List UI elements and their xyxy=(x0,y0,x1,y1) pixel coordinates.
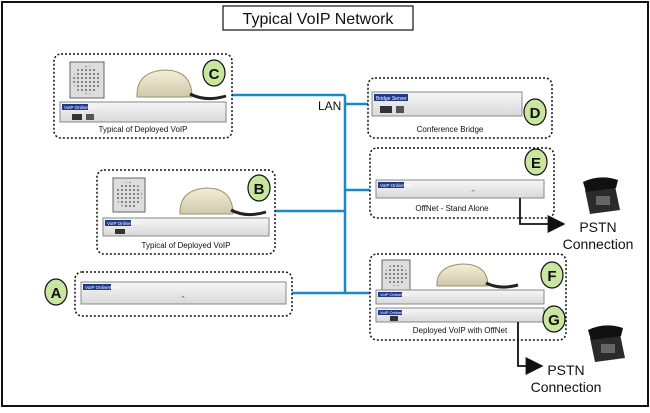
gateway-unit-b: VoIP OnlineWire xyxy=(102,217,270,237)
svg-text:C: C xyxy=(209,66,220,83)
handset-icon xyxy=(436,263,519,289)
svg-text:B: B xyxy=(254,181,265,198)
speaker-icon xyxy=(381,259,411,291)
desk-phone-icon xyxy=(583,177,620,214)
svg-text:VoIP OnlineWire: VoIP OnlineWire xyxy=(380,310,410,315)
network-lines xyxy=(232,93,370,295)
svg-text:·•·: ·•· xyxy=(180,295,186,301)
conference-bridge-unit: Bridge Server xyxy=(371,91,523,117)
speaker-icon xyxy=(112,177,146,213)
offnet-unit-g: VoIP OnlineWire xyxy=(375,307,545,323)
group-d-caption: Conference Bridge xyxy=(417,125,484,134)
badge-f: F xyxy=(540,261,564,289)
gateway-unit-a: VoIP OnlineWire ·•· xyxy=(80,281,287,305)
svg-text:D: D xyxy=(530,105,541,122)
pstn-label-g-line2: Connection xyxy=(531,379,602,395)
svg-text:A: A xyxy=(51,285,62,302)
badge-a: A xyxy=(44,278,68,306)
svg-text:VoIP OnlineWire: VoIP OnlineWire xyxy=(380,183,413,188)
group-g-caption: Deployed VoIP with OffNet xyxy=(413,326,508,335)
svg-text:F: F xyxy=(547,268,556,285)
group-e-caption: OffNet - Stand Alone xyxy=(415,204,489,213)
offnet-unit-e: VoIP OnlineWire ·•· xyxy=(375,179,545,199)
badge-g: G xyxy=(542,305,566,333)
pstn-label-e-line1: PSTN xyxy=(579,219,616,235)
svg-text:Bridge Server: Bridge Server xyxy=(376,96,407,102)
lan-label: LAN xyxy=(318,99,341,113)
badge-e: E xyxy=(524,148,548,176)
handset-icon xyxy=(179,187,267,217)
group-c: VoIP OnlineWire Typical of Deployed VoIP… xyxy=(53,53,233,139)
pstn-link-e xyxy=(519,198,566,233)
gateway-unit-c: VoIP OnlineWire xyxy=(59,101,227,123)
svg-text:VoIP OnlineWire: VoIP OnlineWire xyxy=(64,105,97,110)
badge-b: B xyxy=(247,174,271,202)
group-b-caption: Typical of Deployed VoIP xyxy=(142,241,231,250)
pstn-label-g-line1: PSTN xyxy=(547,362,584,378)
handset-icon xyxy=(136,69,227,101)
badge-d: D xyxy=(523,98,547,126)
badge-c: C xyxy=(202,59,226,87)
svg-text:VoIP OnlineWire: VoIP OnlineWire xyxy=(380,292,410,297)
group-fg: VoIP OnlineWire VoIP OnlineWire Deployed… xyxy=(369,253,567,341)
group-b: VoIP OnlineWire Typical of Deployed VoIP… xyxy=(96,169,276,255)
group-a: VoIP OnlineWire ·•· A xyxy=(44,271,293,317)
svg-text:G: G xyxy=(548,312,560,329)
svg-text:·•·: ·•· xyxy=(470,189,476,195)
diagram-title: Typical VoIP Network xyxy=(243,11,395,28)
svg-text:VoIP OnlineWire: VoIP OnlineWire xyxy=(85,285,118,290)
group-e: VoIP OnlineWire ·•· OffNet - Stand Alone… xyxy=(369,147,555,219)
speaker-icon xyxy=(69,61,105,99)
title-box xyxy=(222,5,414,31)
pstn-label-e-line2: Connection xyxy=(563,236,634,252)
group-d: Bridge Server Conference Bridge D xyxy=(367,77,553,139)
gateway-unit-f: VoIP OnlineWire xyxy=(375,289,545,305)
group-c-caption: Typical of Deployed VoIP xyxy=(99,125,188,134)
svg-text:VoIP OnlineWire: VoIP OnlineWire xyxy=(107,221,140,226)
svg-text:E: E xyxy=(531,155,541,172)
pstn-link-g xyxy=(517,322,544,375)
desk-phone-icon xyxy=(588,325,625,362)
